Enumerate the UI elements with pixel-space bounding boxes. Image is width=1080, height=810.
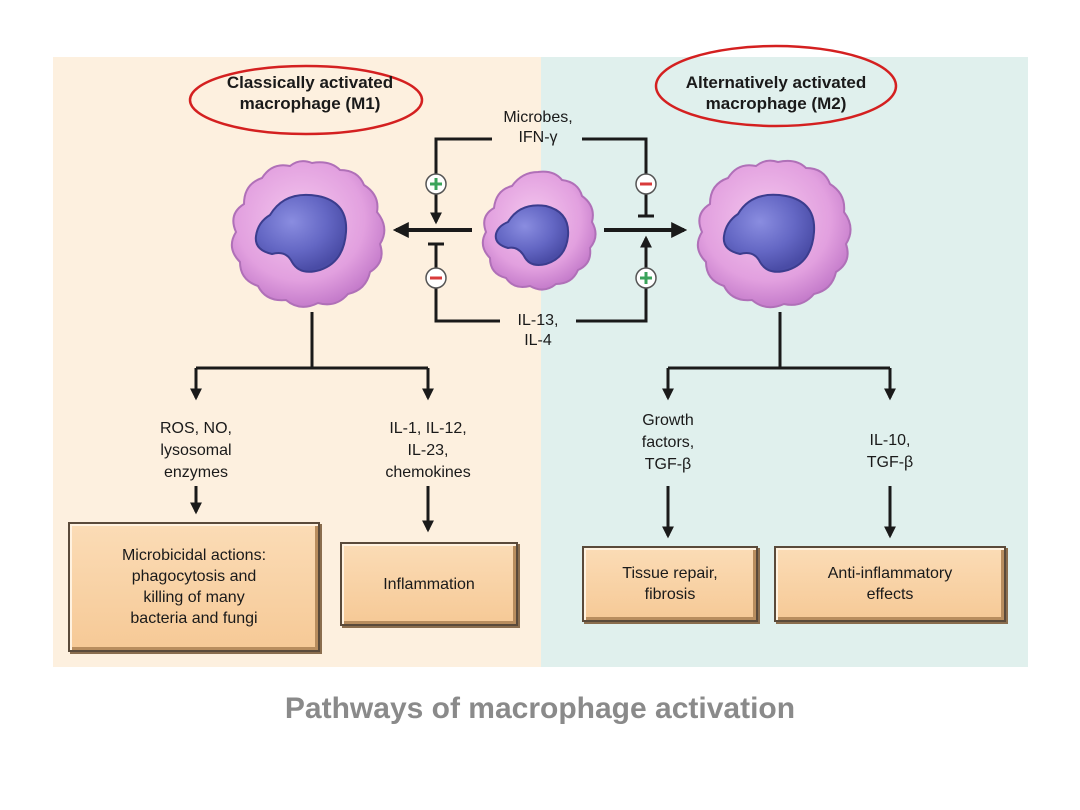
il1-il12-label: IL-1, IL-12, IL-23, chemokines — [385, 420, 471, 481]
monocyte-cell — [481, 170, 597, 291]
m1-heading: Classically activated macrophage (M1) — [226, 73, 394, 113]
il13-il4-label: IL-13, IL-4 — [517, 312, 559, 349]
m1-branch-connector — [190, 312, 434, 533]
m2-branch-connector — [662, 312, 896, 539]
microbicidal-actions-box: Microbicidal actions: phagocytosis and k… — [68, 522, 320, 652]
figure-caption: Pathways of macrophage activation — [284, 692, 796, 725]
microbes-ifn-label: Microbes, IFN-γ — [503, 109, 573, 146]
minus-sign-icon — [635, 173, 657, 195]
minus-sign-icon — [425, 267, 447, 289]
m2-heading: Alternatively activated macrophage (M2) — [685, 73, 867, 113]
il10-tgf-label: IL-10, TGF-β — [866, 432, 914, 471]
growth-factors-label: Growth factors, TGF-β — [641, 412, 695, 473]
m1-macrophage-cell — [230, 160, 386, 308]
m1-heading-highlight-ellipse — [188, 64, 424, 136]
il13-to-m2-line — [576, 235, 652, 323]
m2-heading-highlight-ellipse — [654, 44, 898, 128]
ros-no-label: ROS, NO, lysosomal enzymes — [159, 420, 232, 481]
ifn-inhibit-m2-line — [582, 137, 648, 216]
inflammation-box: Inflammation — [340, 542, 518, 626]
m2-macrophage-cell — [696, 159, 852, 309]
anti-inflammatory-box: Anti-inflammatory effects — [774, 546, 1006, 622]
plus-sign-icon — [425, 173, 447, 195]
plus-sign-icon — [635, 267, 657, 289]
tissue-repair-box: Tissue repair, fibrosis — [582, 546, 758, 622]
